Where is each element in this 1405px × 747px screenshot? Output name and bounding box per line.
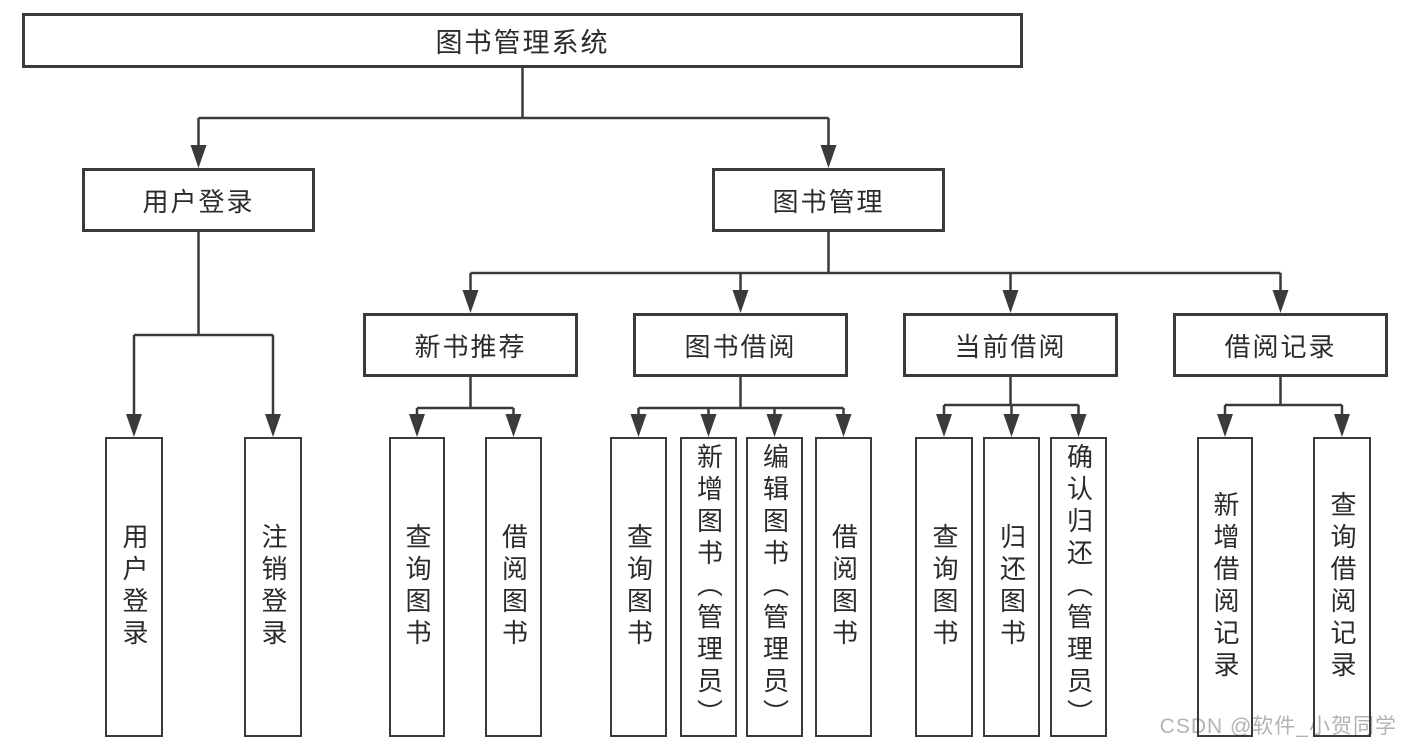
node-label: 图书管理	[772, 186, 885, 217]
node-label: 新书推荐	[414, 331, 527, 362]
leaf-query-books-2: 查询图书	[610, 437, 667, 737]
node-book-management: 图书管理	[712, 168, 945, 232]
leaf-label: 借阅图书	[828, 523, 859, 651]
arrowhead-icons	[126, 145, 1350, 437]
leaf-add-book-admin: 新增图书（管理员）	[680, 437, 737, 737]
node-current-borrow: 当前借阅	[903, 313, 1118, 377]
leaf-confirm-return-admin: 确认归还（管理员）	[1050, 437, 1107, 737]
leaf-user-login: 用户登录	[105, 437, 163, 737]
leaf-borrow-books-2: 借阅图书	[815, 437, 872, 737]
watermark-text: CSDN @软件_小贺同学	[1159, 715, 1397, 738]
leaf-label: 用户登录	[119, 523, 149, 651]
node-label: 图书管理系统	[435, 28, 610, 58]
leaf-return-book: 归还图书	[983, 437, 1040, 737]
node-new-book-recommend: 新书推荐	[363, 313, 578, 377]
leaf-label: 查询图书	[929, 523, 959, 651]
node-book-borrow: 图书借阅	[633, 313, 848, 377]
node-label: 借阅记录	[1224, 331, 1337, 362]
leaf-label: 查询图书	[402, 523, 432, 651]
node-user-login: 用户登录	[82, 168, 315, 232]
node-borrow-records: 借阅记录	[1173, 313, 1388, 377]
leaf-label: 查询图书	[623, 523, 654, 651]
node-label: 用户登录	[142, 186, 255, 217]
leaf-logout: 注销登录	[244, 437, 302, 737]
leaf-add-borrow-record: 新增借阅记录	[1197, 437, 1253, 737]
leaf-label: 确认归还（管理员）	[1063, 443, 1094, 731]
node-label: 图书借阅	[684, 331, 797, 362]
leaf-label: 注销登录	[258, 523, 288, 651]
node-library-system: 图书管理系统	[22, 13, 1023, 68]
leaf-query-borrow-record: 查询借阅记录	[1313, 437, 1371, 737]
leaf-label: 借阅图书	[498, 523, 529, 651]
leaf-label: 新增图书（管理员）	[693, 443, 724, 731]
leaf-query-books-1: 查询图书	[389, 437, 445, 737]
leaf-label: 查询借阅记录	[1327, 491, 1357, 683]
leaf-label: 编辑图书（管理员）	[759, 443, 790, 731]
leaf-edit-book-admin: 编辑图书（管理员）	[746, 437, 803, 737]
leaf-query-books-3: 查询图书	[915, 437, 973, 737]
leaf-label: 新增借阅记录	[1210, 491, 1240, 683]
node-label: 当前借阅	[954, 331, 1067, 362]
leaf-label: 归还图书	[996, 523, 1027, 651]
leaf-borrow-books-1: 借阅图书	[485, 437, 542, 737]
